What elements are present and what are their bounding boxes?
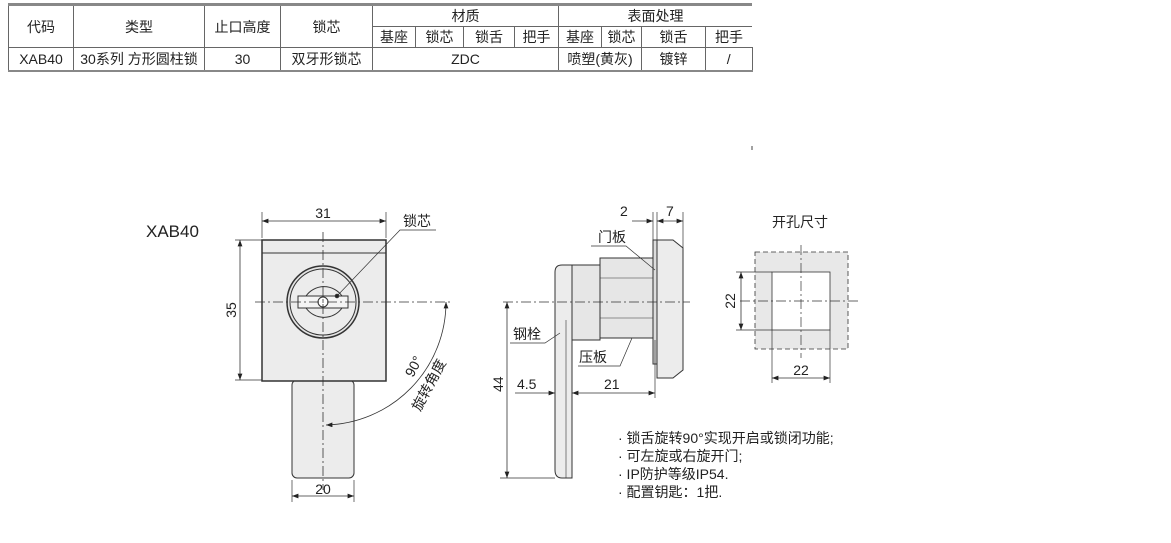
cell-surface-handle: / (705, 47, 753, 71)
label-press-plate: 压板 (579, 349, 607, 365)
note: · IP防护等级IP54. (618, 466, 728, 482)
sub-header: 锁芯 (601, 26, 642, 48)
dim-4-5: 4.5 (517, 376, 537, 392)
front-view (235, 212, 450, 502)
label-bolt: 钢栓 (513, 326, 541, 342)
note: · 锁舌旋转90°实现开启或锁闭功能; (618, 430, 834, 446)
cell-stop-height: 30 (204, 47, 281, 71)
spec-table: 代码 类型 止口高度 锁芯 材质 表面处理 基座 锁芯 锁舌 把手 基座 锁芯 … (8, 3, 753, 72)
dim-7: 7 (666, 203, 674, 219)
cell-surface-base-core: 喷塑(黄灰) (558, 47, 642, 71)
header-stop-height: 止口高度 (204, 4, 281, 48)
sub-header: 基座 (372, 26, 416, 48)
note: · 可左旋或右旋开门; (618, 448, 742, 464)
sub-header: 锁舌 (463, 26, 515, 48)
cutout-title: 开孔尺寸 (772, 214, 828, 230)
model-label: XAB40 (146, 222, 199, 241)
side-view (500, 212, 690, 479)
sub-header: 把手 (514, 26, 559, 48)
note: · 配置钥匙：1把. (618, 484, 722, 500)
dim-21: 21 (604, 376, 620, 392)
header-type: 类型 (73, 4, 205, 48)
dim-width: 31 (315, 205, 331, 221)
dim-2: 2 (620, 203, 628, 219)
sub-header: 锁舌 (641, 26, 706, 48)
label-lock-core: 锁芯 (403, 213, 431, 229)
table-row: XAB40 30系列 方形圆柱锁 30 双牙形锁芯 ZDC 喷塑(黄灰) 镀锌 … (8, 47, 753, 71)
sub-header: 把手 (705, 26, 752, 48)
cell-surface-tongue: 镀锌 (641, 47, 706, 71)
dim-tongue-width: 20 (315, 481, 331, 497)
cutout-view (736, 245, 860, 383)
notes: · 锁舌旋转90°实现开启或锁闭功能; · 可左旋或右旋开门; · IP防护等级… (618, 430, 834, 500)
header-code: 代码 (8, 4, 74, 48)
dim-44: 44 (490, 376, 506, 392)
dim-height: 35 (223, 302, 239, 318)
cell-material: ZDC (372, 47, 559, 71)
label-door-plate: 门板 (598, 229, 626, 245)
cutout-height: 22 (722, 293, 738, 309)
cell-type: 30系列 方形圆柱锁 (73, 47, 205, 71)
header-lock-core: 锁芯 (280, 4, 373, 48)
sub-header: 基座 (558, 26, 602, 48)
cutout-width: 22 (793, 362, 809, 378)
header-surface: 表面处理 (558, 4, 752, 27)
